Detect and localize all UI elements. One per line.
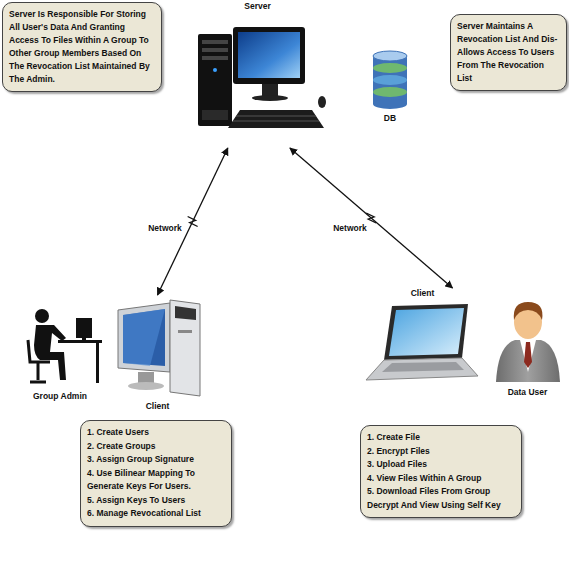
list-item: 6. Manage Revocational List (87, 507, 225, 521)
list-item: 4. View Files Within A Group (367, 472, 515, 486)
list-item: 2. Encrypt Files (367, 445, 515, 459)
note-box: Server Maintains A Revocation List And D… (450, 14, 567, 91)
desktop-icon (118, 300, 200, 396)
icon-label: Group Admin (33, 391, 87, 402)
edge-label: Network (146, 223, 184, 234)
icon-label: Data User (508, 387, 548, 398)
database-node: DB (364, 44, 416, 124)
admin-figure (28, 309, 102, 383)
user-figure (496, 302, 560, 382)
icon-label: Client (146, 401, 170, 412)
network-zigzag (366, 213, 376, 223)
user-node: Data User (488, 296, 567, 398)
server-node: Server (190, 1, 325, 148)
task-list-box: 1. Create Users2. Create Groups3. Assign… (80, 420, 232, 527)
icon-label: Server (244, 1, 270, 12)
client-node: Client (110, 295, 205, 412)
task-list-box: 1. Create File2. Encrypt Files3. Upload … (360, 425, 522, 518)
icon-label: DB (384, 113, 396, 124)
network-arrow (290, 148, 453, 288)
network-arrow (158, 148, 228, 295)
network-zigzag (188, 217, 198, 227)
list-item: 3. Upload Files (367, 458, 515, 472)
list-item: 5. Download Files From Group Decrypt And… (367, 485, 515, 512)
list-item: 5. Assign Keys To Users (87, 494, 225, 508)
laptop-icon (366, 304, 478, 380)
list-item: 4. Use Bilinear Mapping To Generate Keys… (87, 467, 225, 494)
list-item: 1. Create Users (87, 426, 225, 440)
note-text: Server Maintains A Revocation List And D… (457, 20, 560, 85)
database-icon (373, 51, 407, 109)
client-node: Client (360, 288, 485, 385)
note-text: Server Is Responsible For Storing All Us… (9, 8, 155, 86)
list-item: 2. Create Groups (87, 440, 225, 454)
admin-node: Group Admin (14, 300, 106, 402)
edge-label: Network (331, 223, 369, 234)
list-item: 1. Create File (367, 431, 515, 445)
server-icon (198, 27, 326, 128)
note-box: Server Is Responsible For Storing All Us… (2, 2, 162, 92)
list-item: 3. Assign Group Signature (87, 453, 225, 467)
icon-label: Client (411, 288, 435, 299)
